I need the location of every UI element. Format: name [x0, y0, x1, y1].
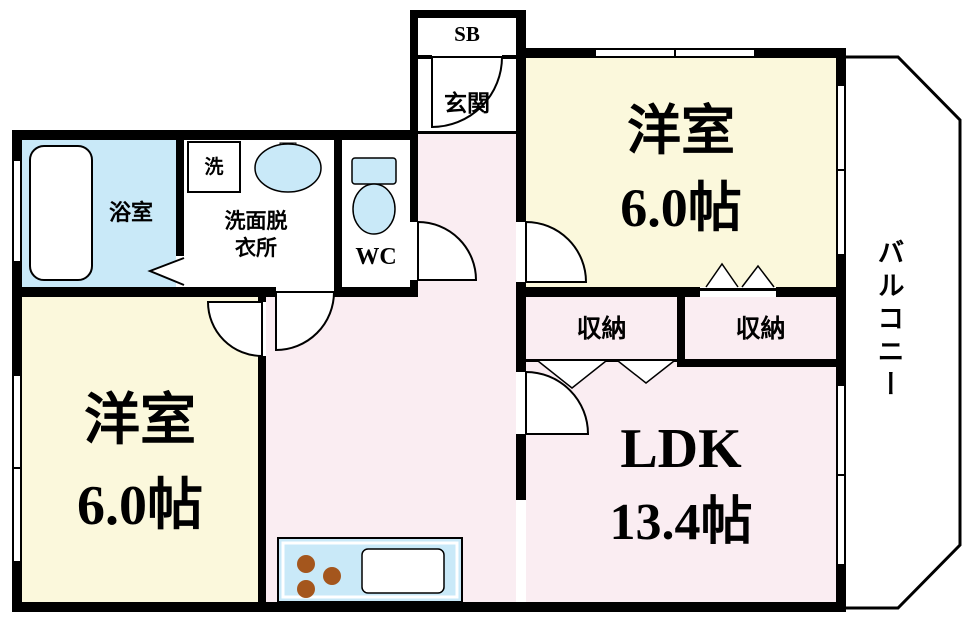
closet-right-folding-door-a [705, 262, 739, 288]
wall-top-right-a [516, 48, 595, 58]
label-bathroom: 浴室 [108, 200, 153, 225]
wall-closet-right-bottom [677, 359, 846, 367]
ldk-door-arc [525, 370, 590, 435]
washroom-door-arc [275, 291, 336, 352]
western-bottom-door-arc [206, 301, 263, 358]
western-top-door-arc [525, 220, 588, 283]
closet-left-door-track [526, 359, 677, 362]
wall-right-outer [836, 48, 846, 612]
wc-door-arc [417, 220, 478, 281]
closet-left-folding-door-b [617, 360, 675, 384]
window-mullion-right-bottom [836, 474, 846, 476]
wall-hall-ldk-a [516, 287, 526, 372]
wall-middle-b [334, 287, 418, 297]
stove-burner-1 [297, 555, 315, 573]
room-western-bottom-floor [22, 297, 258, 602]
window-bathroom-left [12, 160, 22, 262]
label-western-bottom-name: 洋室 [84, 390, 196, 452]
wall-bottom-outer [12, 602, 846, 612]
wall-shoebox-bottom-right [502, 55, 516, 59]
shoebox-floor [418, 18, 516, 55]
wall-middle-a [12, 287, 276, 297]
wall-genkan-right-upper [516, 10, 526, 222]
wall-closet-divider [677, 297, 685, 367]
wall-washroom-wc [334, 140, 342, 287]
wall-western-hall-stub [258, 297, 266, 302]
label-washroom-line1: 洗面脱 [224, 209, 288, 233]
closet-left-folding-door-a [537, 360, 607, 389]
genkan-step-line [418, 131, 516, 134]
wall-middle-d [776, 287, 846, 297]
label-closet-left: 収納 [576, 316, 627, 343]
balcony-outline [846, 55, 962, 610]
toilet-tank [351, 157, 397, 185]
label-wc: WC [355, 244, 397, 270]
wall-wc-genkan-upper [410, 10, 418, 222]
closet-right-folding-door-b [741, 264, 775, 288]
wall-top-right-b [755, 48, 846, 58]
bath-folding-door [147, 257, 185, 286]
window-mullion-top [674, 48, 676, 58]
wall-left-outer [12, 130, 22, 612]
window-mullion-right-top [836, 169, 846, 171]
label-washing-machine: 洗 [204, 157, 224, 178]
label-western-top-name: 洋室 [627, 101, 735, 161]
bathtub [29, 145, 93, 281]
label-western-bottom-size: 6.0帖 [77, 475, 203, 537]
label-genkan: 玄関 [444, 91, 490, 116]
wall-top-left-block [12, 130, 418, 140]
label-balcony: バルコニー [873, 237, 904, 403]
room-western-top-floor [526, 58, 836, 287]
label-washroom-line2: 衣所 [235, 236, 277, 260]
vanity-sink [254, 143, 322, 193]
label-western-top-size: 6.0帖 [620, 178, 742, 238]
wall-bath-washroom [176, 140, 184, 256]
label-washroom: 洗面脱 衣所 [181, 208, 331, 262]
kitchen-sink [361, 548, 445, 594]
label-ldk-name: LDK [620, 418, 742, 480]
wall-middle-c [516, 287, 700, 297]
wall-shoebox-bottom-left [418, 55, 432, 59]
label-closet-right: 収納 [735, 316, 786, 343]
label-shoebox: SB [454, 22, 480, 46]
window-mullion-left [12, 467, 22, 469]
wall-hall-ldk-b [516, 434, 526, 500]
hallway-floor [418, 134, 516, 602]
washing-machine-pan [187, 141, 241, 193]
stove-burner-3 [323, 567, 341, 585]
entrance-door-arc [431, 56, 504, 129]
wall-shoebox-top [410, 10, 526, 18]
label-ldk-size: 13.4帖 [609, 494, 753, 551]
toilet-bowl [352, 183, 396, 235]
kitchen-counter-inner-edge [281, 541, 459, 599]
stove-burner-2 [297, 580, 315, 598]
closet-right-door-track [700, 288, 776, 291]
wall-western-hall [258, 356, 266, 602]
